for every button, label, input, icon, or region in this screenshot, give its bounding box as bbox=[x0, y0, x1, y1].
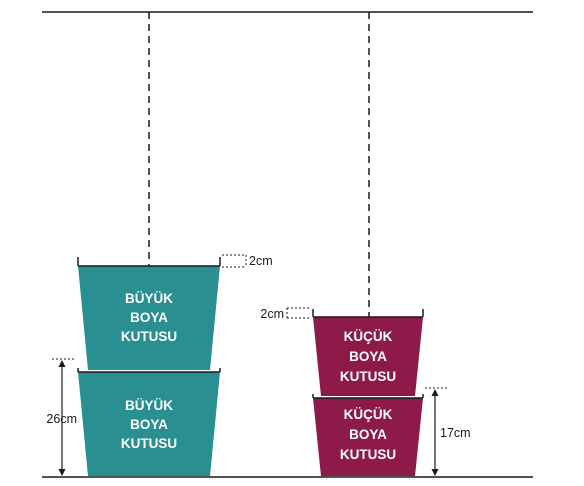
large-top-label-3: KUTUSU bbox=[121, 329, 177, 344]
large-top-label-2: BOYA bbox=[130, 310, 168, 325]
large-bottom-label-1: BÜYÜK bbox=[125, 398, 173, 413]
large-bucket-top: BÜYÜK BOYA KUTUSU bbox=[77, 257, 221, 370]
small-bottom-label-3: KUTUSU bbox=[340, 447, 396, 462]
small-bucket-top: KÜÇÜK BOYA KUTUSU bbox=[312, 309, 424, 396]
small-top-label-2: BOYA bbox=[349, 349, 387, 364]
small-bottom-label-2: BOYA bbox=[349, 427, 387, 442]
small-height-dimension: 17cm bbox=[425, 387, 471, 476]
large-rim-dimension: 2cm bbox=[222, 254, 273, 268]
large-top-label-1: BÜYÜK bbox=[125, 291, 173, 306]
large-height-dimension: 26cm bbox=[46, 358, 77, 476]
small-rim-label: 2cm bbox=[260, 307, 284, 321]
large-rim-label: 2cm bbox=[249, 254, 273, 268]
small-top-label-1: KÜÇÜK bbox=[344, 329, 393, 344]
small-rim-dimension: 2cm bbox=[260, 307, 311, 321]
small-bottom-label-1: KÜÇÜK bbox=[344, 407, 393, 422]
small-bucket-bottom: KÜÇÜK BOYA KUTUSU bbox=[312, 394, 424, 476]
small-top-label-3: KUTUSU bbox=[340, 369, 396, 384]
small-height-label: 17cm bbox=[440, 426, 471, 440]
large-bottom-label-2: BOYA bbox=[130, 417, 168, 432]
large-height-label: 26cm bbox=[46, 412, 77, 426]
large-bucket-bottom: BÜYÜK BOYA KUTUSU bbox=[77, 368, 221, 476]
large-bottom-label-3: KUTUSU bbox=[121, 436, 177, 451]
